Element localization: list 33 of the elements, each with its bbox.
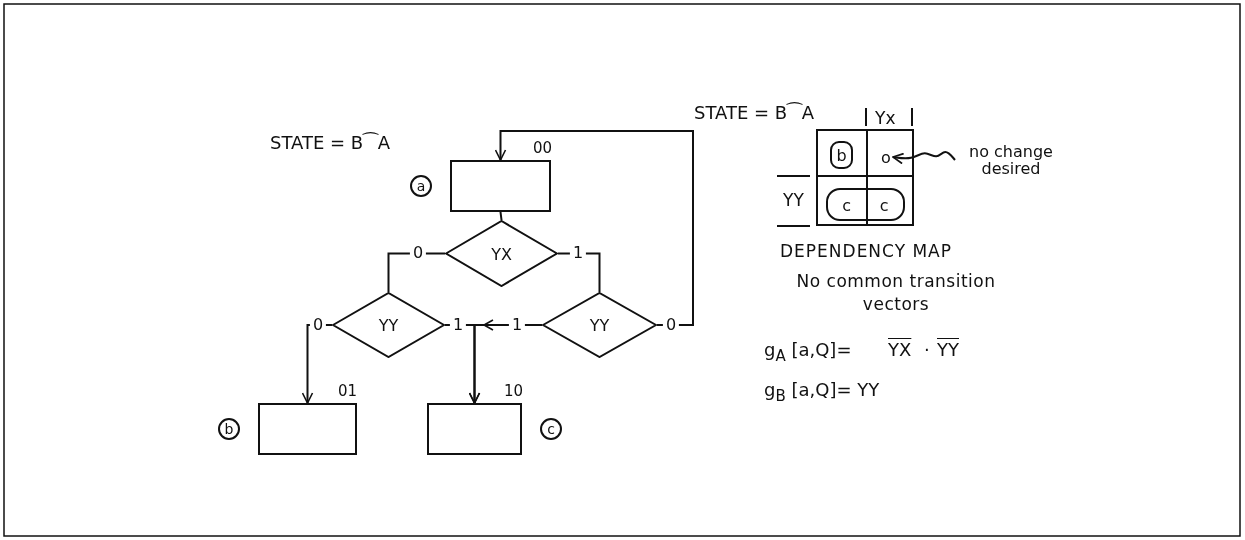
equation-text: g$_{A}$ [a,Q]= (764, 338, 852, 367)
annotation-text: no change desired (968, 143, 1054, 177)
node-label: YY (378, 316, 399, 334)
circled-state-letter: c (540, 418, 562, 440)
decision-diamond (445, 220, 558, 287)
state-equation: STATE = B⁀A (270, 131, 390, 155)
node-label: b (836, 146, 847, 164)
equation-term: YX (888, 338, 912, 362)
node-label: YX (491, 245, 512, 262)
state-code: 10 (504, 382, 524, 400)
map-row-label: YY (783, 189, 804, 212)
note-text: No common transition vectors (795, 270, 997, 316)
state-code: 00 (533, 139, 553, 157)
map-title: DEPENDENCY MAP (780, 240, 952, 263)
node-label: o (881, 148, 891, 166)
map-grouping-loop (826, 188, 905, 221)
map-grouping-loop (830, 141, 853, 169)
box-shape (427, 403, 522, 455)
equation-operator: · (924, 338, 930, 362)
box-shape (258, 403, 357, 455)
map-column-label: Yx (875, 107, 896, 130)
circled-state-letter: a (410, 175, 432, 197)
node-label: c (879, 196, 889, 213)
equation-text: g$_{B}$ [a,Q]= YY (764, 378, 880, 407)
node-label: YY (589, 316, 610, 334)
decision-diamond (542, 292, 657, 358)
state-code: 01 (338, 382, 358, 400)
decision-diamond (332, 292, 445, 358)
node-label: c (842, 196, 852, 213)
circled-state-letter: b (218, 418, 240, 440)
box-shape (450, 160, 551, 212)
state-equation: STATE = B⁀A (694, 101, 814, 125)
equation-term: YY (937, 338, 959, 362)
